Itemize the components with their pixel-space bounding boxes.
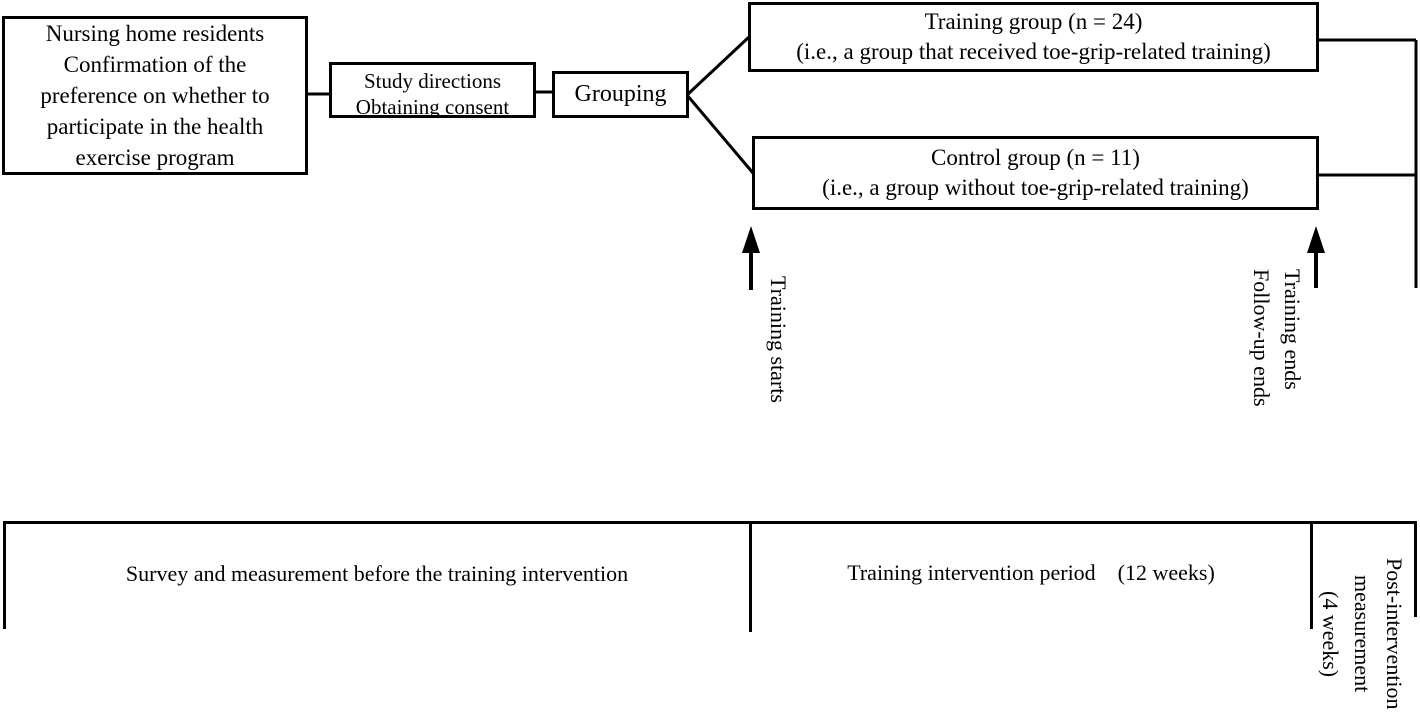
timeline-section-intervention-label: Training intervention period (12 weeks) [847,560,1215,585]
residents-box: Nursing home residents Confirmation of t… [2,16,308,175]
study-directions-box: Study directions Obtaining consent [329,62,536,118]
timeline-section-pre-label: Survey and measurement before the traini… [125,561,629,586]
timeline-axis [3,521,1417,524]
training-starts-label: Training starts [766,276,791,403]
timeline-tick-start [3,521,6,629]
connector-grouping-control [685,94,755,174]
timeline-section-post-label: Post-intervention measurement (4 weeks) [1318,558,1407,710]
training-ends-label: Training ends Follow-up ends [1249,269,1305,407]
training-ends-arrow-head [1307,226,1325,253]
training-group-box: Training group (n = 24) (i.e., a group t… [748,2,1319,72]
timeline-tick-end [1414,521,1417,617]
connector-grouping-training [685,35,751,97]
control-group-box: Control group (n = 11) (i.e., a group wi… [752,136,1319,210]
training-starts-arrow-head [742,226,760,253]
timeline-tick-training-end [1310,521,1313,629]
grouping-box: Grouping [552,71,689,118]
timeline-tick-training-start [749,521,752,632]
